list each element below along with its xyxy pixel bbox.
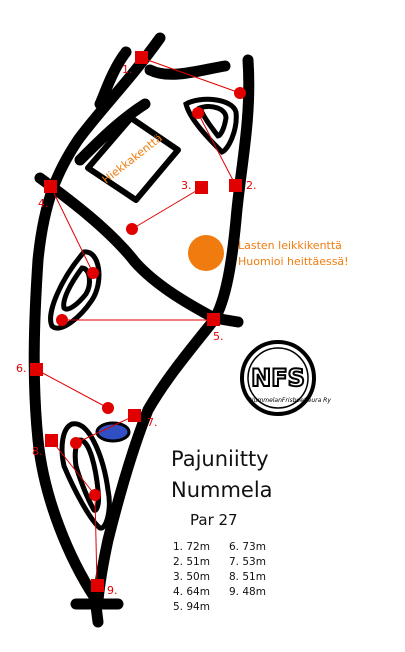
basket-3 — [126, 223, 138, 235]
basket-4 — [87, 267, 99, 279]
hole-line-2 — [197, 112, 237, 187]
hole-line-7 — [75, 415, 135, 444]
hole-label-6: 6. — [16, 362, 27, 375]
logo-text: NummelanFrisbeeSeura Ry — [249, 397, 331, 404]
hole-label-8: 8. — [32, 445, 43, 458]
course-name: Pajuniitty — [171, 447, 269, 471]
hole-labels: 1. 2. 3. 4. 5. 6. 7. 8. 9. — [16, 63, 257, 597]
hole-line-6 — [36, 369, 109, 409]
trail-diagonal — [34, 172, 220, 324]
hole-line-4 — [50, 186, 94, 274]
basket-5 — [56, 314, 68, 326]
island-top-right-inner — [196, 103, 229, 139]
tee-8 — [45, 434, 58, 447]
playground-label-line1: Lasten leikkikenttä — [238, 239, 342, 252]
sandbox-area: Hiekkakenttä — [85, 115, 181, 203]
nfs-logo: NFS NummelanFrisbeeSeura Ry — [240, 340, 331, 416]
distance-hole-6: 6. 73m — [229, 541, 266, 553]
hole-label-3: 3. — [181, 179, 192, 192]
logo-ring — [240, 340, 316, 416]
logo-letters: NFS — [251, 364, 305, 392]
trail-top-left — [94, 46, 132, 110]
hole-label-1: 1. — [122, 63, 133, 76]
basket-2 — [192, 107, 204, 119]
tee-7 — [128, 409, 141, 422]
distance-hole-7: 7. 53m — [229, 556, 266, 568]
hole-label-9: 9. — [107, 584, 118, 597]
basket-8 — [89, 489, 101, 501]
distance-hole-4: 4. 64m — [173, 586, 210, 598]
hole-lines — [36, 57, 241, 587]
baskets — [56, 87, 246, 501]
tee-1 — [135, 51, 148, 64]
distance-hole-2: 2. 51m — [173, 556, 210, 568]
tees — [30, 51, 242, 592]
trail-outer-left — [28, 32, 166, 628]
hole-line-9 — [94, 494, 98, 587]
hole-line-1 — [141, 57, 241, 94]
hole-label-2: 2. — [246, 179, 257, 192]
tee-4 — [44, 180, 57, 193]
distance-hole-3: 3. 50m — [173, 571, 210, 583]
trail-top-inner — [74, 98, 151, 166]
basket-7 — [70, 437, 82, 449]
hole-line-3 — [131, 187, 202, 230]
tee-3 — [195, 181, 208, 194]
hole-label-4: 4. — [38, 197, 49, 210]
tee-2 — [229, 179, 242, 192]
course-par: Par 27 — [190, 511, 238, 529]
basket-6 — [102, 402, 114, 414]
tee-5 — [207, 313, 220, 326]
distance-hole-9: 9. 48m — [229, 586, 266, 598]
playground-label-line2: Huomioi heittäessä! — [238, 255, 349, 268]
course-location: Nummela — [171, 478, 273, 502]
tee-6 — [30, 363, 43, 376]
island-top-right — [183, 96, 239, 155]
hole-label-5: 5. — [213, 330, 224, 343]
tee-9 — [91, 579, 104, 592]
distance-hole-5: 5. 94m — [173, 601, 210, 613]
distance-hole-8: 8. 51m — [229, 571, 266, 583]
basket-1 — [234, 87, 246, 99]
pond — [95, 421, 131, 443]
island-mid-left — [48, 249, 102, 331]
playground-marker — [188, 235, 224, 271]
island-loops — [48, 96, 239, 531]
distance-hole-1: 1. 72m — [173, 541, 210, 553]
island-bottom-left-inner — [72, 437, 101, 513]
hole-line-8 — [51, 440, 96, 496]
trail-upper-loop — [144, 60, 231, 80]
hole-label-7: 7. — [147, 416, 158, 429]
